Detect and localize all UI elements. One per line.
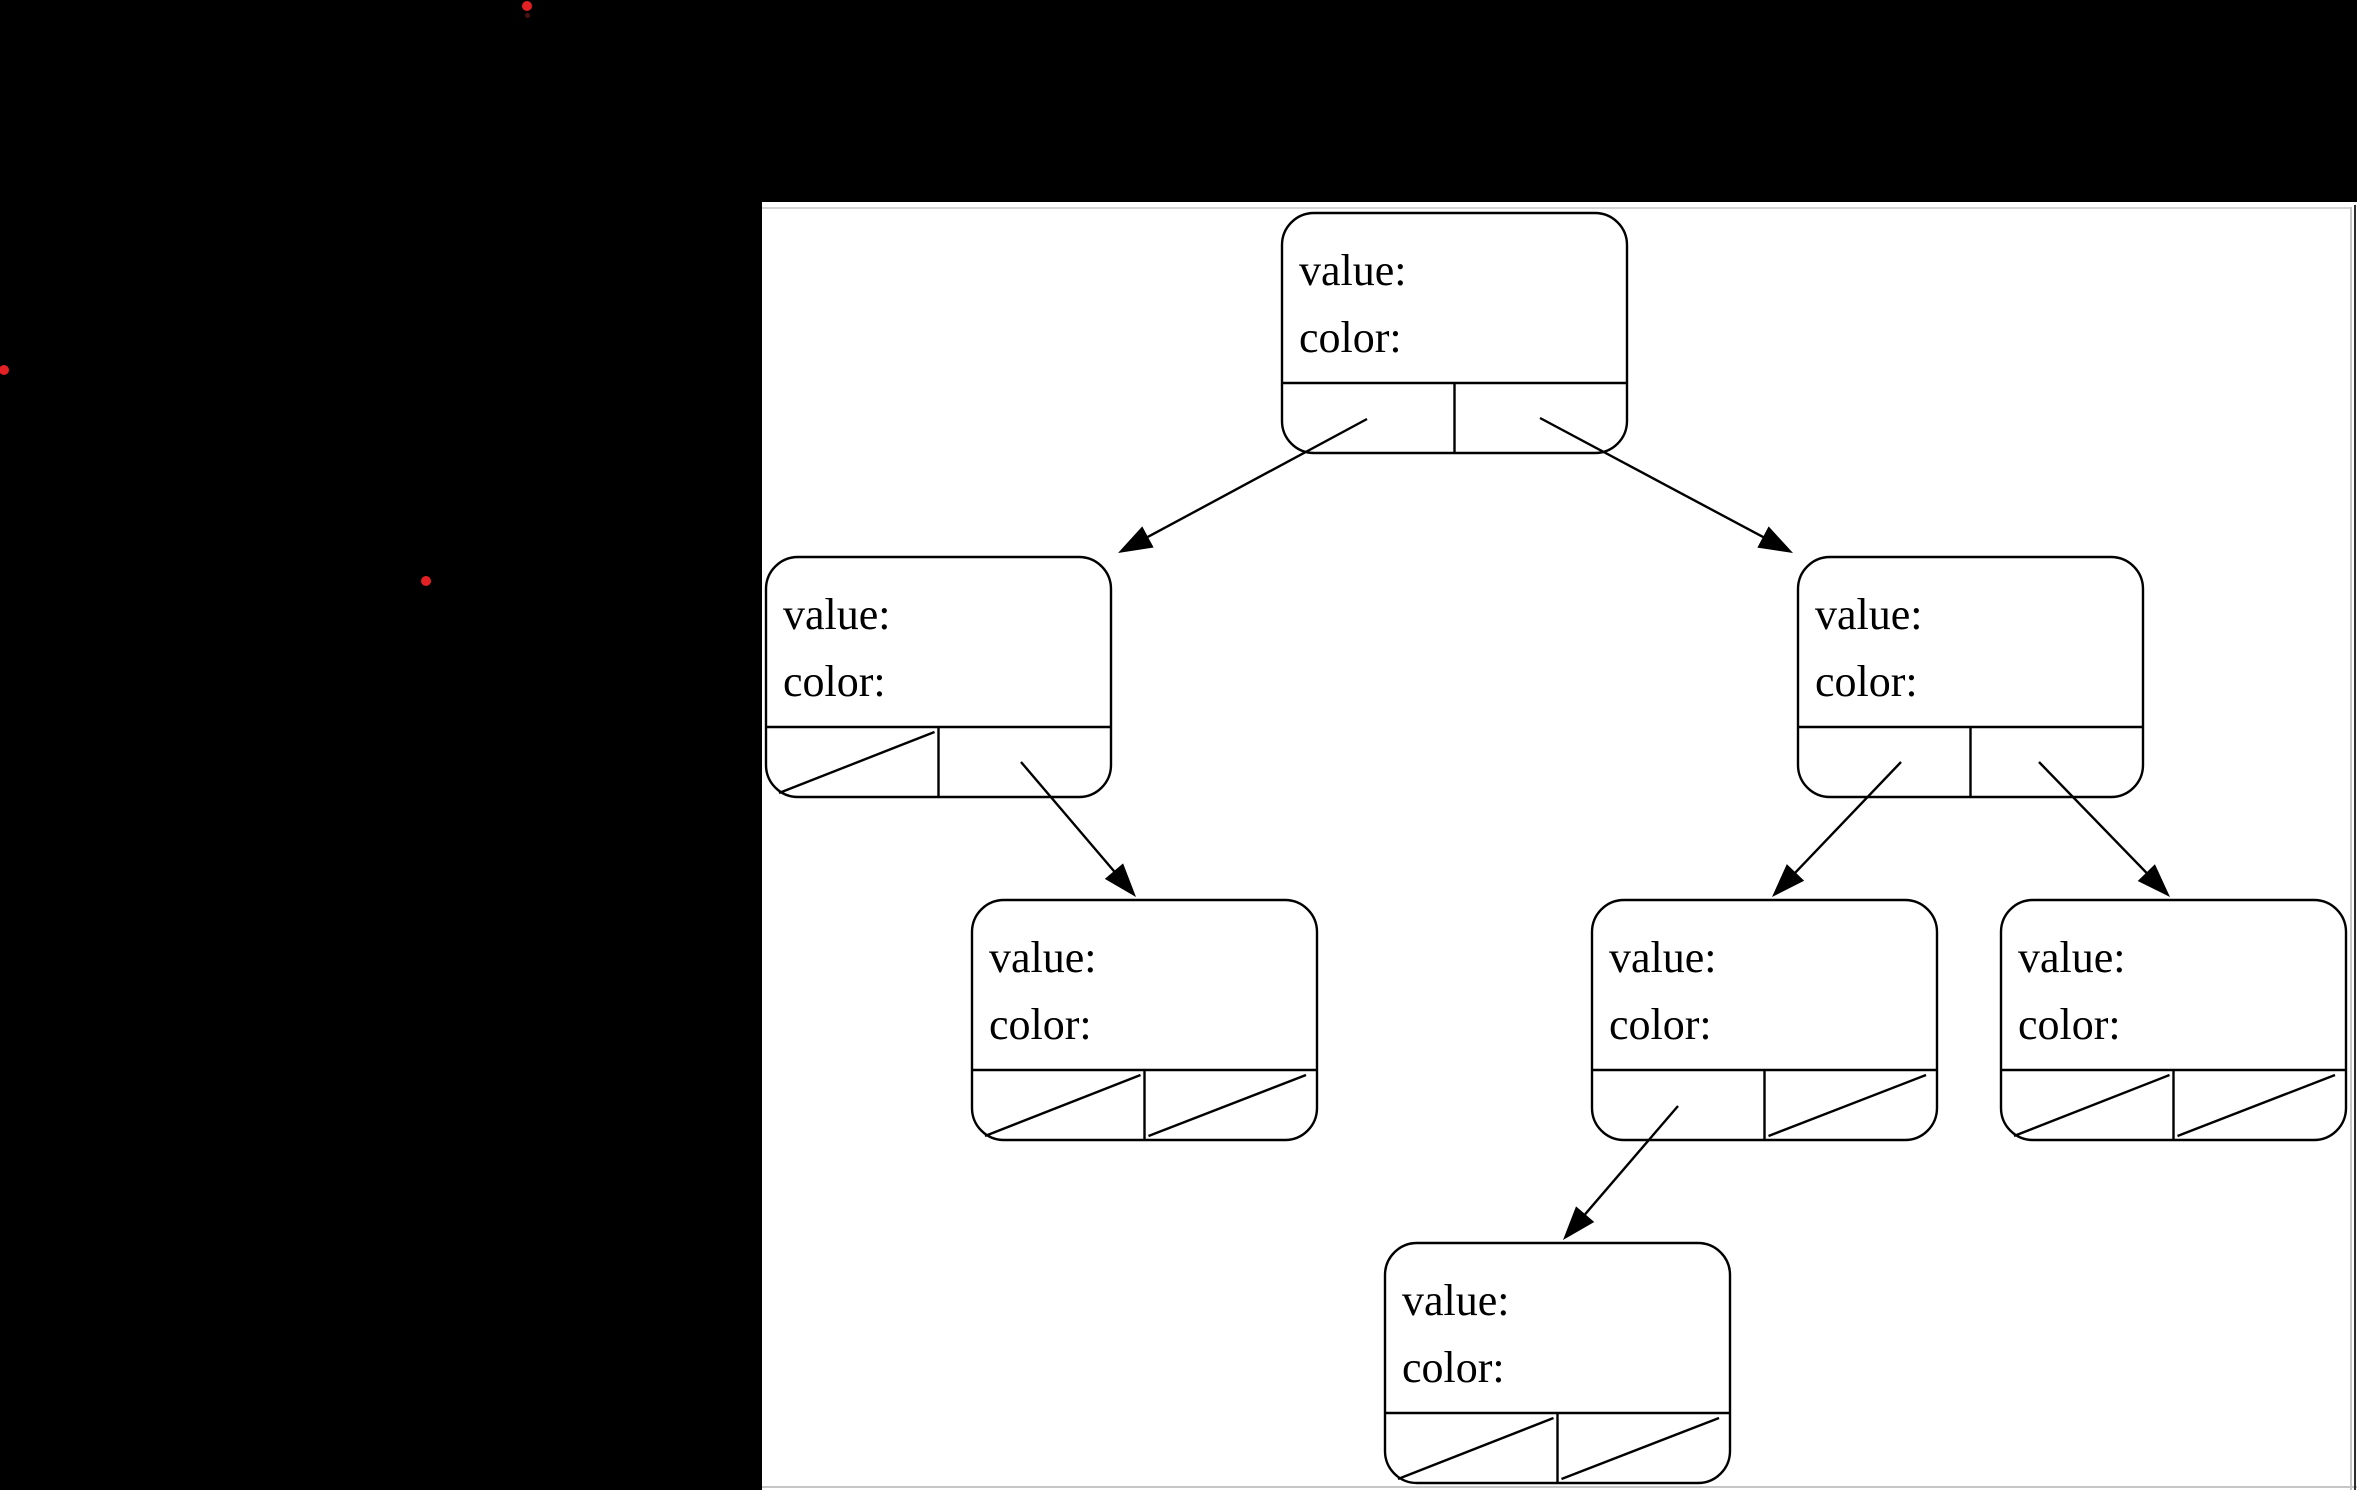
field-label-color: color: xyxy=(989,1000,1092,1049)
page-right-rule xyxy=(2350,207,2352,1490)
arrow-line xyxy=(2038,761,2162,889)
tree-node-root-right-left-left: value: color: xyxy=(1383,1241,1732,1485)
null-slash-right xyxy=(1768,1073,1927,1138)
field-label-value: value: xyxy=(1815,590,1923,639)
arrow-root-to-right-child xyxy=(1539,416,1793,553)
arrow-line xyxy=(1570,1105,1679,1231)
arrow-line xyxy=(1780,761,1902,888)
arrowhead xyxy=(1104,863,1136,897)
tree-node-root-left: value: color: xyxy=(764,555,1113,799)
field-label-value: value: xyxy=(783,590,891,639)
arrowhead xyxy=(1118,526,1154,553)
field-label-color: color: xyxy=(783,657,886,706)
null-slash-left xyxy=(2013,1073,2170,1138)
arrow-root-to-left-child xyxy=(1118,417,1368,553)
null-slash-right xyxy=(1148,1073,1307,1138)
tree-node-root-right-left: value: color: xyxy=(1590,898,1939,1142)
tree-node-root-right-right: value: color: xyxy=(1999,898,2348,1142)
window-right-edge xyxy=(2354,205,2356,1490)
null-slash-left xyxy=(984,1073,1141,1138)
arrow-grandchild-to-leaf xyxy=(1563,1105,1679,1240)
arrow-line xyxy=(1129,417,1368,548)
red-marker-dot-left xyxy=(0,365,9,375)
null-slash-left xyxy=(778,730,935,795)
null-slash-right xyxy=(2177,1073,2336,1138)
field-label-color: color: xyxy=(1299,313,1402,362)
field-label-color: color: xyxy=(1609,1000,1712,1049)
arrowhead xyxy=(1563,1206,1595,1240)
red-marker-dot-top xyxy=(522,1,532,11)
arrowhead xyxy=(2137,864,2170,897)
arrow-line xyxy=(1020,761,1129,888)
field-label-value: value: xyxy=(1299,246,1407,295)
field-label-color: color: xyxy=(2018,1000,2121,1049)
field-label-value: value: xyxy=(989,933,1097,982)
field-label-value: value: xyxy=(1609,933,1717,982)
red-marker-dot-middle xyxy=(421,576,431,586)
tree-node-root-left-right: value: color: xyxy=(970,898,1319,1142)
tree-node-root-right: value: color: xyxy=(1796,555,2145,799)
tree-node-root: value: color: xyxy=(1280,211,1629,455)
arrow-rightchild-to-its-right xyxy=(2038,761,2170,897)
arrow-leftchild-to-its-right xyxy=(1020,761,1136,897)
null-slash-left xyxy=(1397,1416,1554,1481)
arrow-rightchild-to-its-left xyxy=(1772,761,1902,897)
field-label-value: value: xyxy=(2018,933,2126,982)
field-label-value: value: xyxy=(1402,1276,1510,1325)
arrow-line xyxy=(1539,416,1782,548)
null-slash-right xyxy=(1561,1416,1720,1481)
arrowhead xyxy=(1757,526,1793,553)
field-label-color: color: xyxy=(1815,657,1918,706)
page-bottom-rule xyxy=(762,1486,2357,1488)
arrowhead xyxy=(1772,864,1805,897)
page-top-rule xyxy=(762,207,2352,209)
red-marker-tail xyxy=(524,12,530,18)
field-label-color: color: xyxy=(1402,1343,1505,1392)
